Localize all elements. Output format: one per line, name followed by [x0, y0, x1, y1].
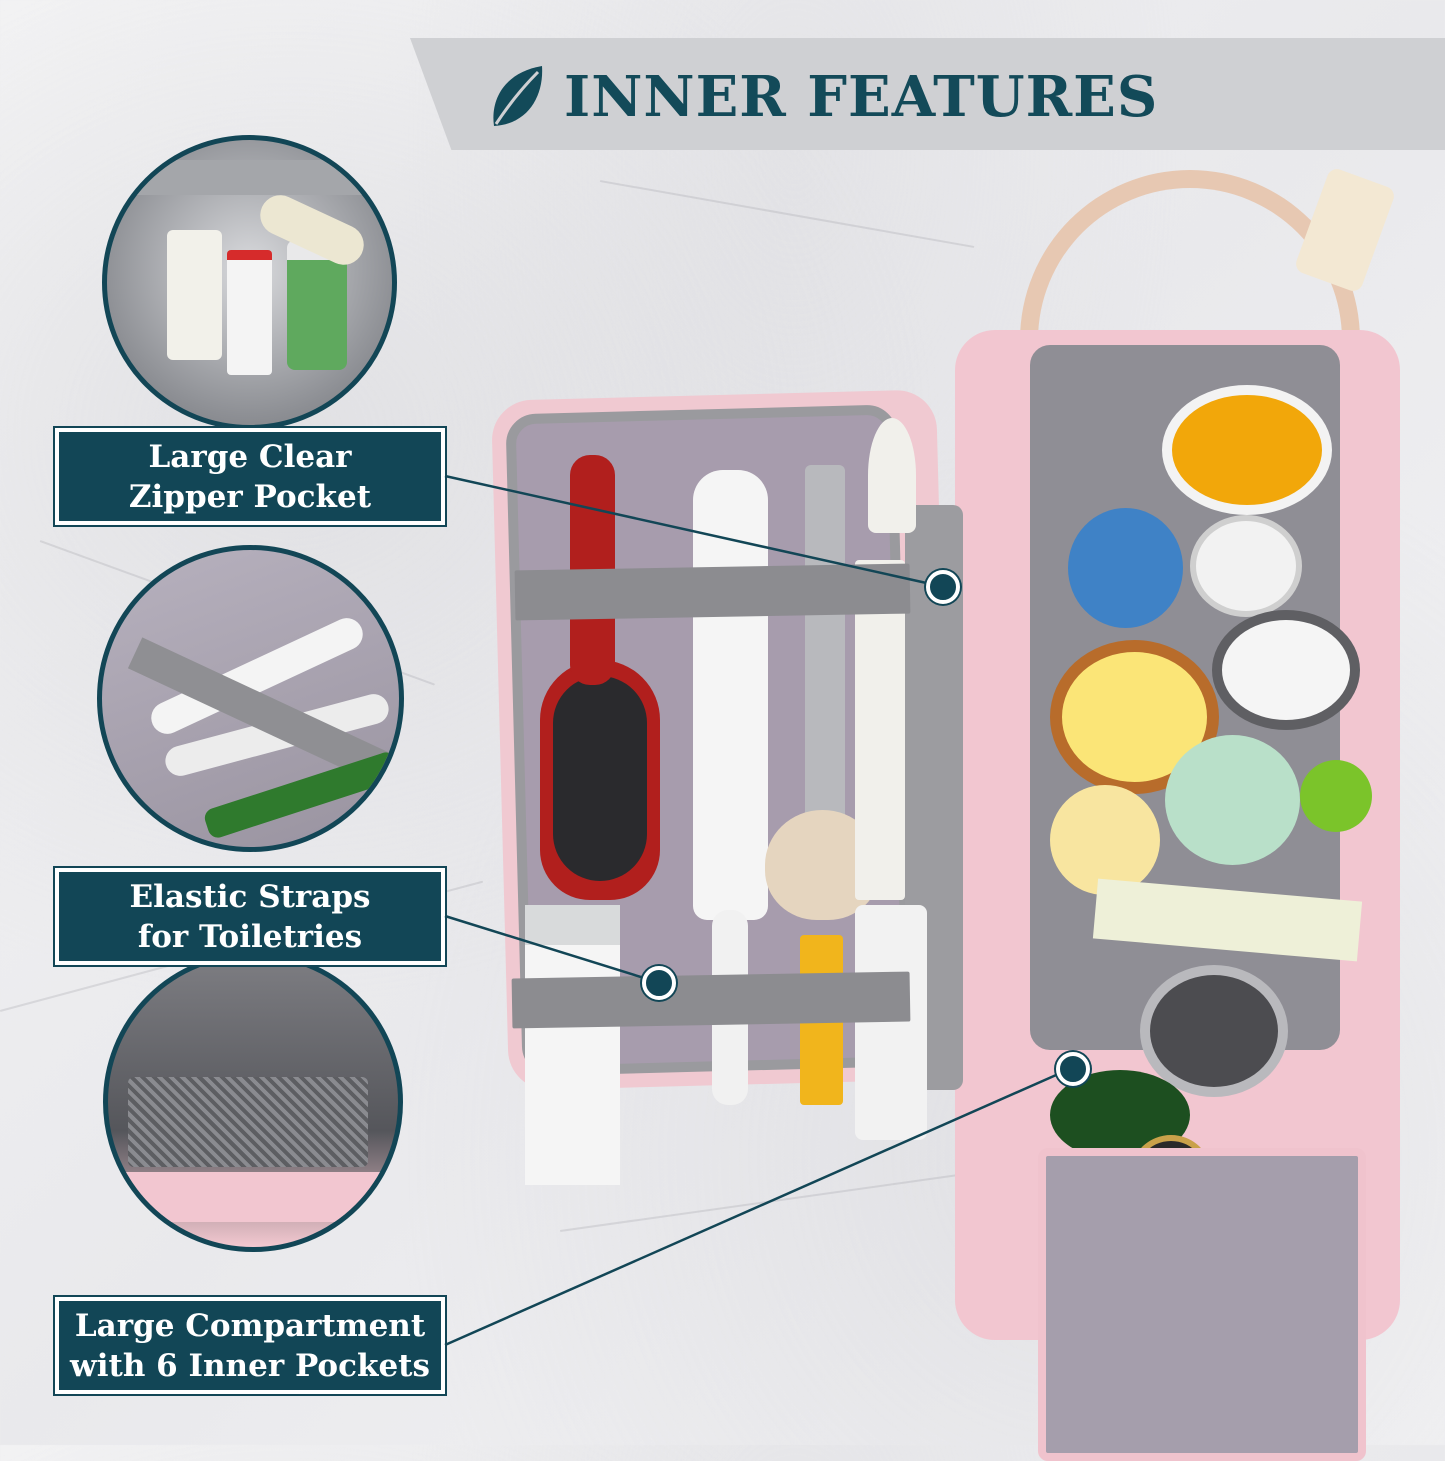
feature-line: with 6 Inner Pockets [70, 1347, 430, 1384]
bottle [1190, 515, 1302, 617]
callout-dot-elastic-straps [642, 966, 676, 1000]
leaf-icon [493, 66, 543, 126]
feature-line: Elastic Straps [129, 878, 371, 915]
makeup-brush-handle [805, 465, 845, 860]
feature-label-elastic-straps: Elastic Straps for Toiletries [55, 868, 445, 965]
comb-top [868, 418, 916, 533]
toothpaste [525, 905, 620, 1185]
callout-dot-clear-pocket [926, 570, 960, 604]
feature-label-clear-pocket: Large Clear Zipper Pocket [55, 428, 445, 525]
title-banner [410, 38, 1445, 150]
callout-dot-compartment [1056, 1052, 1090, 1086]
bottle [1300, 760, 1372, 832]
feature-line: Zipper Pocket [128, 478, 372, 515]
cream-bottle [855, 905, 927, 1140]
feature-line: Large Clear [148, 438, 352, 475]
bottle [1050, 785, 1160, 895]
bottle [1165, 735, 1300, 865]
feature-line: for Toiletries [137, 918, 363, 955]
bag-front-flap [1038, 1148, 1366, 1461]
bottle [1212, 610, 1360, 730]
bottle [1140, 965, 1288, 1097]
feature-label-compartment: Large Compartment with 6 Inner Pockets [55, 1297, 445, 1394]
title-text: INNER FEATURES [564, 64, 1159, 130]
hairbrush-pad [553, 676, 647, 881]
inner-pockets-photo [103, 952, 403, 1252]
feature-line: Large Compartment [74, 1307, 426, 1344]
clear-pocket-photo [102, 135, 397, 430]
comb [855, 560, 905, 900]
page-title: INNER FEATURES [488, 52, 1158, 142]
bottle [1068, 508, 1183, 628]
elastic-straps-photo [97, 545, 404, 852]
bottle [1162, 385, 1332, 515]
